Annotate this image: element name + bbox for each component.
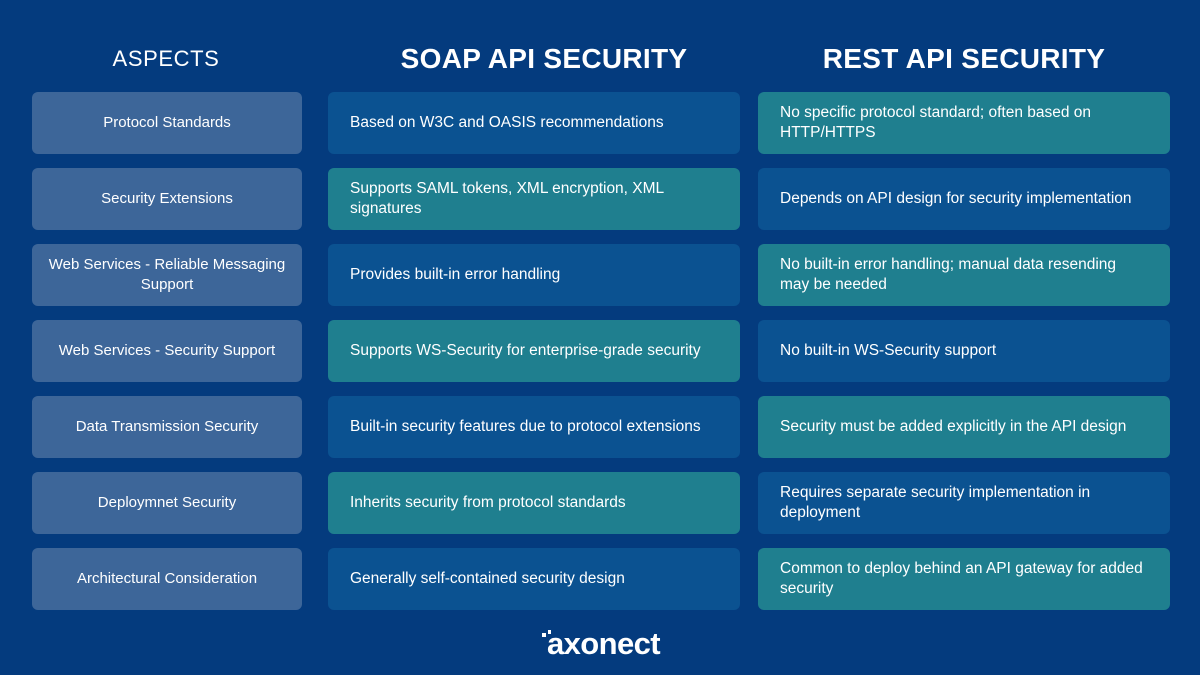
column-header-rest: REST API SECURITY [822,43,1106,74]
column-headers: ASPECTS SOAP API SECURITY REST API SECUR… [0,36,1200,82]
rest-cell: No built-in WS-Security support [758,320,1170,382]
rest-cell: Requires separate security implementatio… [758,472,1170,534]
rest-cell: No built-in error handling; manual data … [758,244,1170,306]
rest-cell: Depends on API design for security imple… [758,168,1170,230]
aspect-cell: Architectural Consideration [32,548,302,610]
soap-cell: Provides built-in error handling [328,244,740,306]
column-header-soap: SOAP API SECURITY [400,43,688,74]
table-row: Web Services - Reliable Messaging Suppor… [0,244,1200,306]
comparison-grid: Protocol Standards Based on W3C and OASIS… [0,92,1200,610]
table-row: Data Transmission Security Built-in secur… [0,396,1200,458]
aspect-cell: Security Extensions [32,168,302,230]
rest-cell: Security must be added explicitly in the… [758,396,1170,458]
aspect-cell: Web Services - Reliable Messaging Suppor… [32,244,302,306]
logo-wordmark: axonect [547,626,661,661]
rest-cell: Common to deploy behind an API gateway f… [758,548,1170,610]
aspect-cell: Data Transmission Security [32,396,302,458]
table-row: Deploymnet Security Inherits security fro… [0,472,1200,534]
soap-cell: Supports SAML tokens, XML encryption, XM… [328,168,740,230]
table-row: Architectural Consideration Generally sel… [0,548,1200,610]
brand-footer: axonect [0,628,1200,659]
aspect-cell: Protocol Standards [32,92,302,154]
rest-cell: No specific protocol standard; often bas… [758,92,1170,154]
soap-cell: Generally self-contained security design [328,548,740,610]
soap-cell: Inherits security from protocol standard… [328,472,740,534]
soap-cell: Supports WS-Security for enterprise-grad… [328,320,740,382]
aspect-cell: Web Services - Security Support [32,320,302,382]
aspect-cell: Deploymnet Security [32,472,302,534]
column-header-aspects: ASPECTS [112,46,220,71]
table-row: Web Services - Security Support Supports … [0,320,1200,382]
axonect-logo: axonect [540,626,661,661]
soap-cell: Based on W3C and OASIS recommendations [328,92,740,154]
table-row: Security Extensions Supports SAML tokens,… [0,168,1200,230]
two-square-dots-icon [542,630,556,638]
table-row: Protocol Standards Based on W3C and OASIS… [0,92,1200,154]
soap-cell: Built-in security features due to protoc… [328,396,740,458]
